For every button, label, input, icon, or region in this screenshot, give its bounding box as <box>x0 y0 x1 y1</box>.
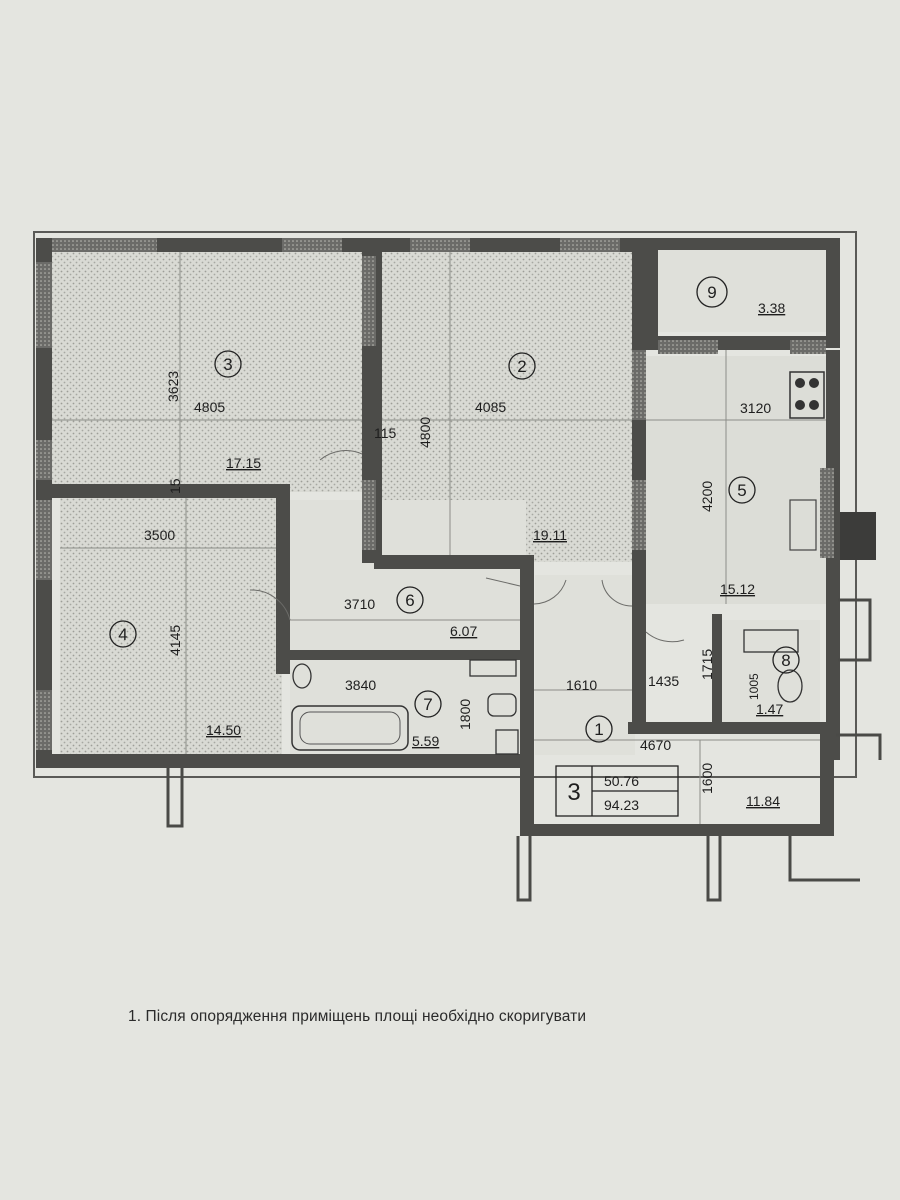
dimension-label: 4200 <box>699 481 715 512</box>
room-markers <box>109 276 800 743</box>
dimension-label: 3710 <box>344 596 375 612</box>
room-area: 14.50 <box>206 722 241 738</box>
dimension-label: 1435 <box>648 673 679 689</box>
dimension-label: 115 <box>374 425 397 441</box>
room-number: 6 <box>405 591 414 610</box>
room-number: 3 <box>223 355 232 374</box>
room-area: 3.38 <box>758 300 785 316</box>
room-area: 11.84 <box>746 793 780 809</box>
room-area: 17.15 <box>226 455 261 471</box>
dimension-label: 4800 <box>417 417 433 448</box>
sink-icon <box>789 499 817 551</box>
dimension-label: 4085 <box>475 399 506 415</box>
dimension-label: 4145 <box>167 625 183 656</box>
dimension-label: 3840 <box>345 677 376 693</box>
room-number: 1 <box>594 720 603 739</box>
footnote: 1. Після опорядження приміщень площі нео… <box>128 1008 587 1025</box>
room-area: 19.11 <box>533 527 567 543</box>
dimension-label: 4670 <box>640 737 671 753</box>
room-number: 5 <box>737 481 746 500</box>
dimension-label: 1600 <box>699 763 715 794</box>
doors <box>249 450 685 643</box>
dimension-label: 15 <box>167 478 183 494</box>
fixtures <box>291 371 876 755</box>
room-area: 15.12 <box>720 581 755 597</box>
bathtub-icon <box>291 705 409 751</box>
room-number: 8 <box>781 651 790 670</box>
dimension-label: 4805 <box>194 399 225 415</box>
dimension-label: 3623 <box>165 371 181 402</box>
dimension-label: 3120 <box>740 400 771 416</box>
dimension-label: 1610 <box>566 677 597 693</box>
room-number: 9 <box>707 283 716 302</box>
lower-structure <box>166 598 882 902</box>
neighbour-stove-icon <box>840 512 876 560</box>
room-number: 4 <box>118 625 127 644</box>
washbasin-icon <box>487 693 517 717</box>
room-number: 2 <box>517 357 526 376</box>
interior-lines <box>52 252 826 824</box>
toilet-icon <box>292 663 312 689</box>
summary-box <box>555 765 679 817</box>
living-area: 50.76 <box>604 773 639 789</box>
dimension-label: 1005 <box>747 673 761 700</box>
rooms-count: 3 <box>567 779 580 806</box>
dimension-label: 1800 <box>457 699 473 730</box>
room-area: 5.59 <box>412 733 439 749</box>
room-area: 1.47 <box>756 701 783 717</box>
stove-icon <box>789 371 825 419</box>
room-number: 7 <box>423 695 432 714</box>
windows <box>36 238 834 750</box>
room-fills <box>52 250 830 756</box>
toilet-icon-2 <box>777 669 803 703</box>
total-area: 94.23 <box>604 797 639 813</box>
dimension-label: 1715 <box>699 649 715 680</box>
room-area: 6.07 <box>450 623 477 639</box>
dimension-label: 3500 <box>144 527 175 543</box>
